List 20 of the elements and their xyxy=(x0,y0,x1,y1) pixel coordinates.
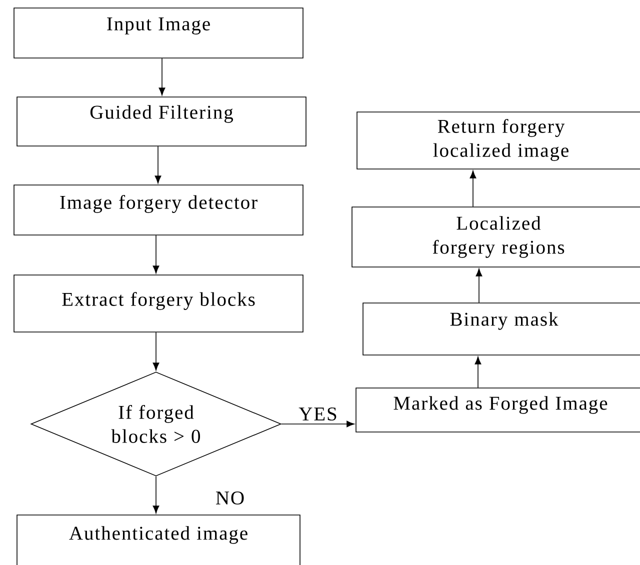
edge-label: NO xyxy=(214,490,246,506)
arrow xyxy=(152,235,160,274)
process-box: Input Image xyxy=(14,8,304,58)
process-box: Guided Filtering xyxy=(16,96,306,146)
process-box: Image forgery detector xyxy=(14,184,304,236)
process-box: Return forgery localized image xyxy=(356,112,640,170)
arrow xyxy=(470,170,476,207)
arrow xyxy=(154,146,162,184)
arrow xyxy=(476,268,482,303)
process-box: Extract forgery blocks xyxy=(14,274,304,332)
arrow xyxy=(152,332,160,370)
edge-label: YES xyxy=(298,406,338,422)
process-box: Authenticated image xyxy=(16,514,300,565)
process-box: Marked as Forged Image xyxy=(356,388,640,432)
process-box: Localized forgery regions xyxy=(352,206,640,268)
arrow xyxy=(152,476,160,514)
arrow xyxy=(281,420,354,428)
arrow xyxy=(474,356,482,388)
process-box: Binary mask xyxy=(362,302,640,356)
arrow xyxy=(158,58,166,96)
